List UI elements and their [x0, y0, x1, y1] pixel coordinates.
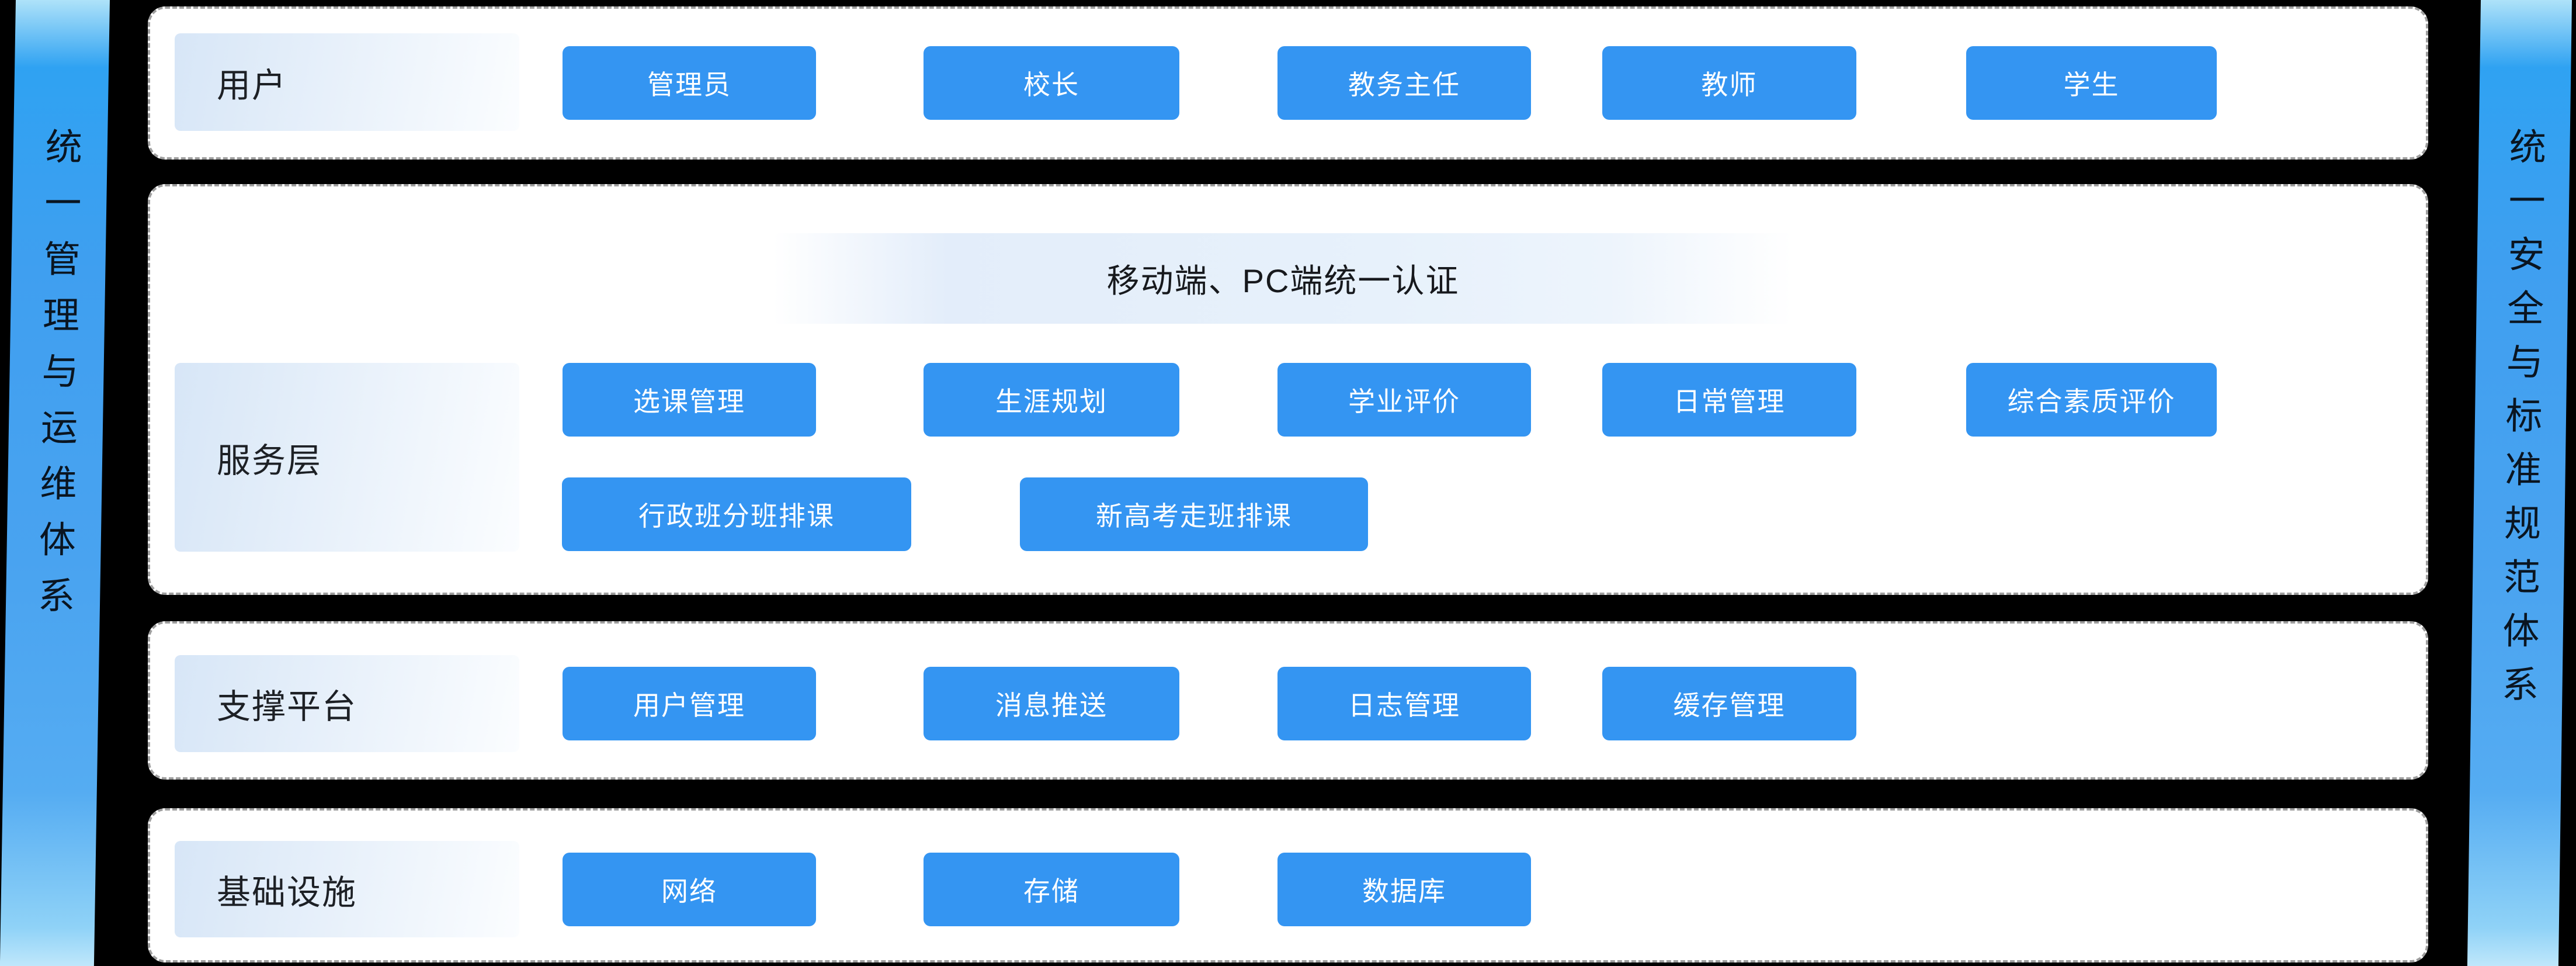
unified-auth-banner: 移动端、PC端统一认证 [773, 233, 1793, 324]
button-database: 数据库 [1277, 853, 1531, 926]
button-storage: 存储 [924, 853, 1179, 926]
button-student: 学生 [1966, 46, 2217, 120]
right-ribbon: 统一安全与标准规范体系 [2467, 0, 2572, 966]
panel-users-layer: 用户 管理员 校长 教务主任 教师 学生 [148, 6, 2428, 160]
button-teacher: 教师 [1602, 46, 1856, 120]
left-ribbon: 统一管理与运维体系 [0, 0, 110, 966]
button-academic-director: 教务主任 [1277, 46, 1531, 120]
panel-service-layer: 移动端、PC端统一认证 服务层 选课管理 生涯规划 学业评价 日常管理 综合素质… [148, 184, 2428, 595]
button-principal: 校长 [924, 46, 1179, 120]
button-new-gaokao-scheduling: 新高考走班排课 [1020, 477, 1368, 551]
button-daily-management: 日常管理 [1602, 363, 1856, 437]
panel-support-platform: 支撑平台 用户管理 消息推送 日志管理 缓存管理 [148, 621, 2428, 780]
infrastructure-label: 基础设施 [175, 841, 519, 937]
button-log-management: 日志管理 [1277, 667, 1531, 740]
button-admin-class-scheduling: 行政班分班排课 [562, 477, 911, 551]
button-cache-management: 缓存管理 [1602, 667, 1856, 740]
left-ribbon-label: 统一管理与运维体系 [32, 127, 82, 632]
users-layer-label: 用户 [175, 33, 519, 131]
panel-infrastructure: 基础设施 网络 存储 数据库 [148, 808, 2428, 962]
right-ribbon-label: 统一安全与标准规范体系 [2496, 127, 2546, 719]
support-platform-label: 支撑平台 [175, 655, 519, 752]
button-message-push: 消息推送 [924, 667, 1179, 740]
button-user-management: 用户管理 [563, 667, 816, 740]
button-academic-evaluation: 学业评价 [1277, 363, 1531, 437]
button-course-selection: 选课管理 [563, 363, 816, 437]
service-layer-label: 服务层 [175, 363, 519, 552]
button-network: 网络 [563, 853, 816, 926]
button-admin: 管理员 [563, 46, 816, 120]
button-comprehensive-quality-evaluation: 综合素质评价 [1966, 363, 2217, 437]
button-career-planning: 生涯规划 [924, 363, 1179, 437]
